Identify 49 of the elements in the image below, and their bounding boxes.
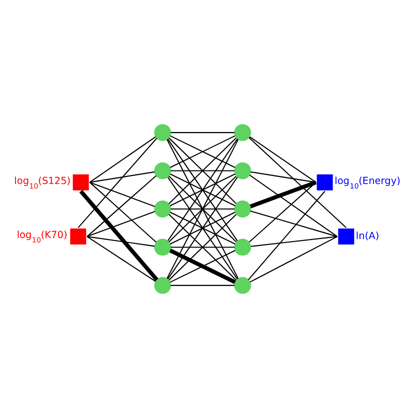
connector [170, 246, 235, 248]
connector [89, 181, 156, 242]
node-circle [234, 124, 252, 140]
node-box [338, 228, 354, 244]
connector [90, 170, 155, 182]
connector [167, 138, 238, 241]
node-circle [154, 276, 172, 294]
connector [78, 137, 158, 228]
connector [248, 190, 326, 280]
connector [170, 284, 235, 286]
node-label: log$_{10}$(Energy) [334, 175, 400, 190]
connector [248, 181, 316, 242]
node-box [70, 228, 86, 244]
node-circle [154, 124, 172, 140]
connector [170, 132, 235, 133]
connector [90, 181, 155, 206]
connector [86, 236, 156, 282]
connector [248, 136, 347, 228]
node-circle [234, 276, 252, 294]
node-label: ln(A) [356, 230, 380, 242]
connector [249, 136, 316, 182]
connector [89, 136, 156, 182]
connector [166, 138, 239, 278]
connector [249, 174, 338, 236]
node-circle [154, 200, 172, 217]
connector [86, 174, 156, 236]
node-circle [154, 162, 172, 179]
connector [250, 180, 317, 208]
connector [86, 210, 156, 237]
connector [170, 134, 236, 168]
node-circle [154, 238, 172, 256]
connector [170, 170, 235, 171]
node-label: log$_{10}$(S125) [14, 175, 71, 190]
node-box [316, 174, 333, 190]
connector [250, 210, 338, 237]
connector [170, 208, 235, 210]
node-box [72, 174, 89, 190]
connector [79, 189, 158, 281]
node-circle [234, 162, 252, 179]
connector [250, 236, 338, 282]
node-circle [234, 200, 252, 217]
connector [86, 236, 155, 246]
node-circle [234, 238, 252, 256]
node-label: log$_{10}$(K70) [16, 230, 68, 244]
connector [168, 175, 236, 242]
connector [167, 176, 238, 279]
connector [170, 173, 236, 206]
connector [170, 211, 236, 244]
connector [250, 236, 338, 246]
